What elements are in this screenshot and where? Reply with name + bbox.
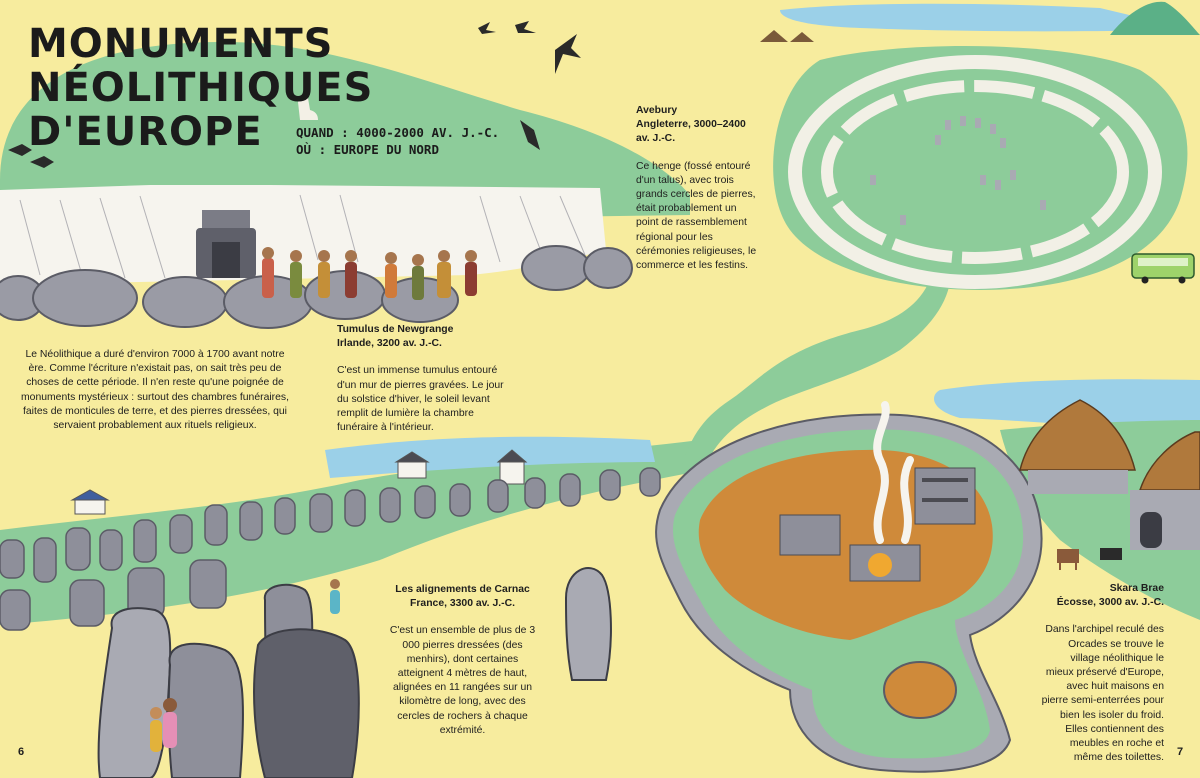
skara-small-chamber: [883, 661, 957, 719]
newgrange-wall: [0, 185, 606, 285]
skara-animals: [1057, 548, 1122, 570]
page-title: Monuments néolithiques d'Europe: [28, 22, 468, 154]
huts-top: [760, 30, 814, 42]
title-line-2: d'Europe: [28, 109, 263, 155]
avebury-stones: [870, 116, 1046, 225]
rabbit: [298, 93, 318, 120]
skara-huts: [1019, 399, 1200, 550]
page-number-left: 6: [18, 746, 25, 758]
winding-path: [680, 260, 951, 470]
skara-furniture: [779, 467, 976, 582]
skara-sea: [934, 379, 1200, 430]
title-line-1: Monuments néolithiques: [28, 21, 374, 111]
intro-text: Le Néolithique a duré d'environ 7000 à 1…: [21, 349, 289, 432]
where-label: OÙ : EUROPE DU NORD: [296, 142, 439, 157]
page-number-right: 7: [1177, 746, 1184, 758]
avebury-text: Ce henge (fossé entouré d'un talus), ave…: [636, 160, 757, 272]
avebury-outer-ring: [788, 55, 1162, 289]
carnac-menhirs: [0, 467, 661, 631]
newgrange-text: C'est un immense tumulus entouré d'un mu…: [337, 365, 504, 434]
newgrange-entrance: [196, 210, 256, 278]
period-info: QUAND : 4000-2000 AV. J.-C. OÙ : EUROPE …: [296, 124, 499, 158]
skara-text: Dans l'archipel reculé des Orcades se tr…: [1041, 624, 1164, 764]
distant-hill: [1110, 1, 1200, 35]
tour-bus: [1131, 253, 1195, 284]
big-menhirs: [97, 567, 612, 778]
avebury-inner-ring: [821, 80, 1129, 264]
visitors: [150, 579, 340, 752]
newgrange-hill: [0, 41, 690, 225]
distant-water: [780, 3, 1160, 32]
when-label: QUAND : 4000-2000 AV. J.-C.: [296, 125, 500, 140]
skara-smoke: [873, 401, 914, 544]
procession: [262, 247, 477, 300]
cottages: [70, 449, 528, 515]
carnac-text: C'est un ensemble de plus de 3 000 pierr…: [389, 625, 536, 736]
birds: [8, 21, 581, 168]
